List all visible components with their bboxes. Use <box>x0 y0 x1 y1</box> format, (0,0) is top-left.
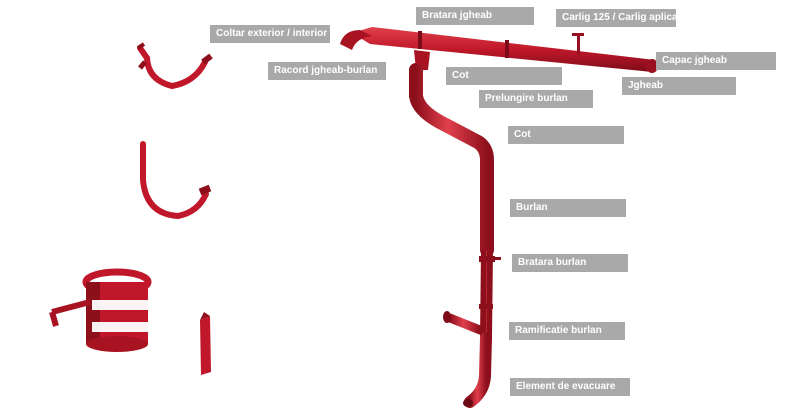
label-cot-middle: Cot <box>508 126 624 144</box>
label-coltar: Coltar exterior / interior 90° <box>210 25 330 43</box>
label-bratara-jgheab: Bratara jgheab <box>416 7 534 25</box>
label-jgheab: Jgheab <box>622 77 736 95</box>
label-bratara-burlan: Bratara burlan <box>512 254 628 272</box>
gutter-hook-part <box>136 42 213 90</box>
pipe-clamp-part <box>49 268 152 352</box>
gutter-part <box>340 27 658 73</box>
label-prelungire: Prelungire burlan <box>479 90 593 108</box>
bracket-part <box>200 312 211 375</box>
label-evacuare: Element de evacuare <box>510 378 630 396</box>
label-racord: Racord jgheab-burlan <box>268 62 386 80</box>
label-cot-top: Cot <box>446 67 562 85</box>
label-burlan: Burlan <box>510 199 626 217</box>
gutter-hook-applied-part <box>140 141 212 220</box>
label-carlig: Carlig 125 / Carlig aplicat <box>556 9 676 27</box>
downpipe-part <box>409 63 501 408</box>
label-capac: Capac jgheab <box>656 52 776 70</box>
label-ramificatie: Ramificatie burlan <box>509 322 625 340</box>
